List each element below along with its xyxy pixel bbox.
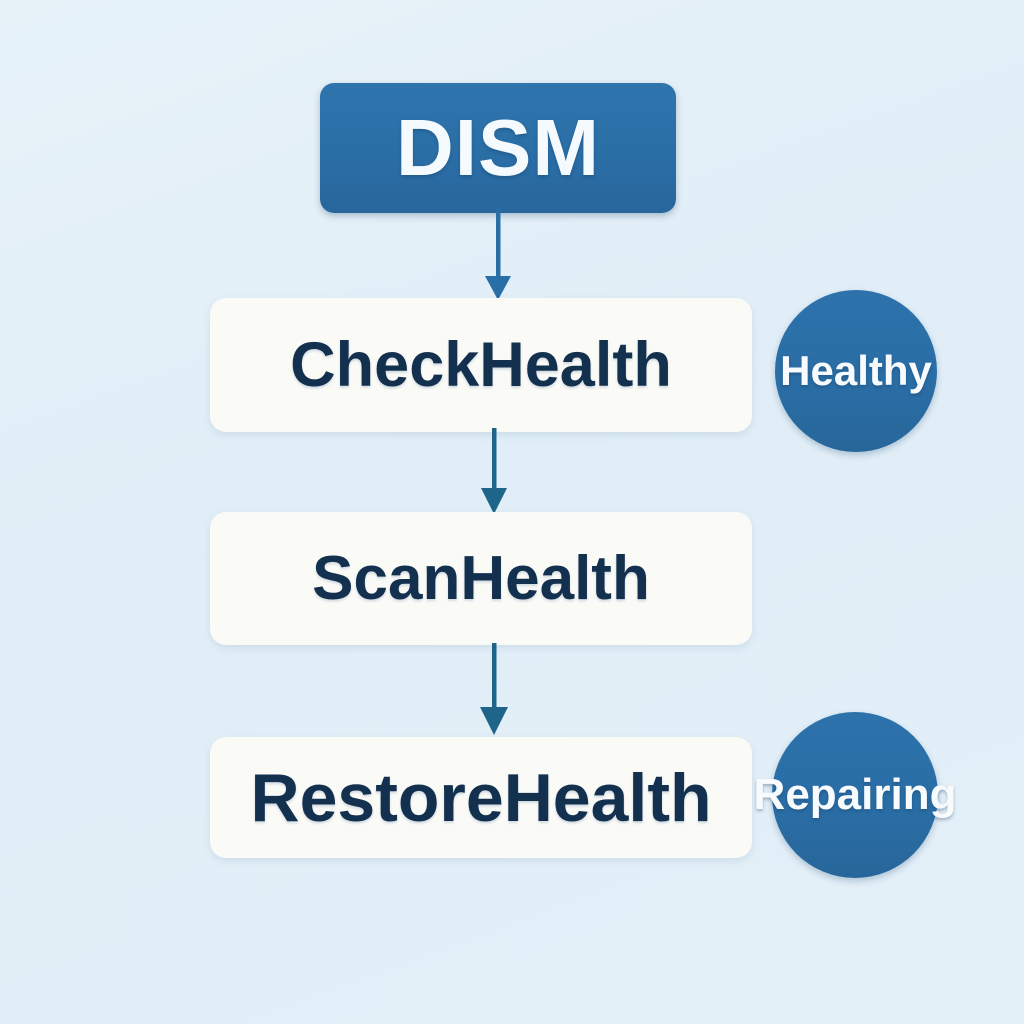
step-restore-health-label: RestoreHealth (250, 759, 712, 836)
step-check-health[interactable]: CheckHealth (210, 298, 752, 432)
dism-root-node[interactable]: DISM (320, 83, 676, 213)
connector-dism-to-checkhealth (485, 208, 511, 300)
connector-scanhealth-to-restorehealth (480, 643, 508, 735)
badge-repairing-label: Repairing (753, 770, 957, 819)
step-scan-health[interactable]: ScanHealth (210, 512, 752, 645)
badge-repairing[interactable]: Repairing (754, 712, 956, 878)
badge-healthy[interactable]: Healthy (775, 290, 937, 452)
step-check-health-label: CheckHealth (290, 329, 672, 400)
dism-root-label: DISM (396, 103, 600, 192)
badge-healthy-label: Healthy (780, 347, 932, 394)
step-restore-health[interactable]: RestoreHealth (210, 737, 752, 858)
step-scan-health-label: ScanHealth (312, 543, 650, 613)
connector-checkhealth-to-scanhealth (481, 428, 507, 514)
